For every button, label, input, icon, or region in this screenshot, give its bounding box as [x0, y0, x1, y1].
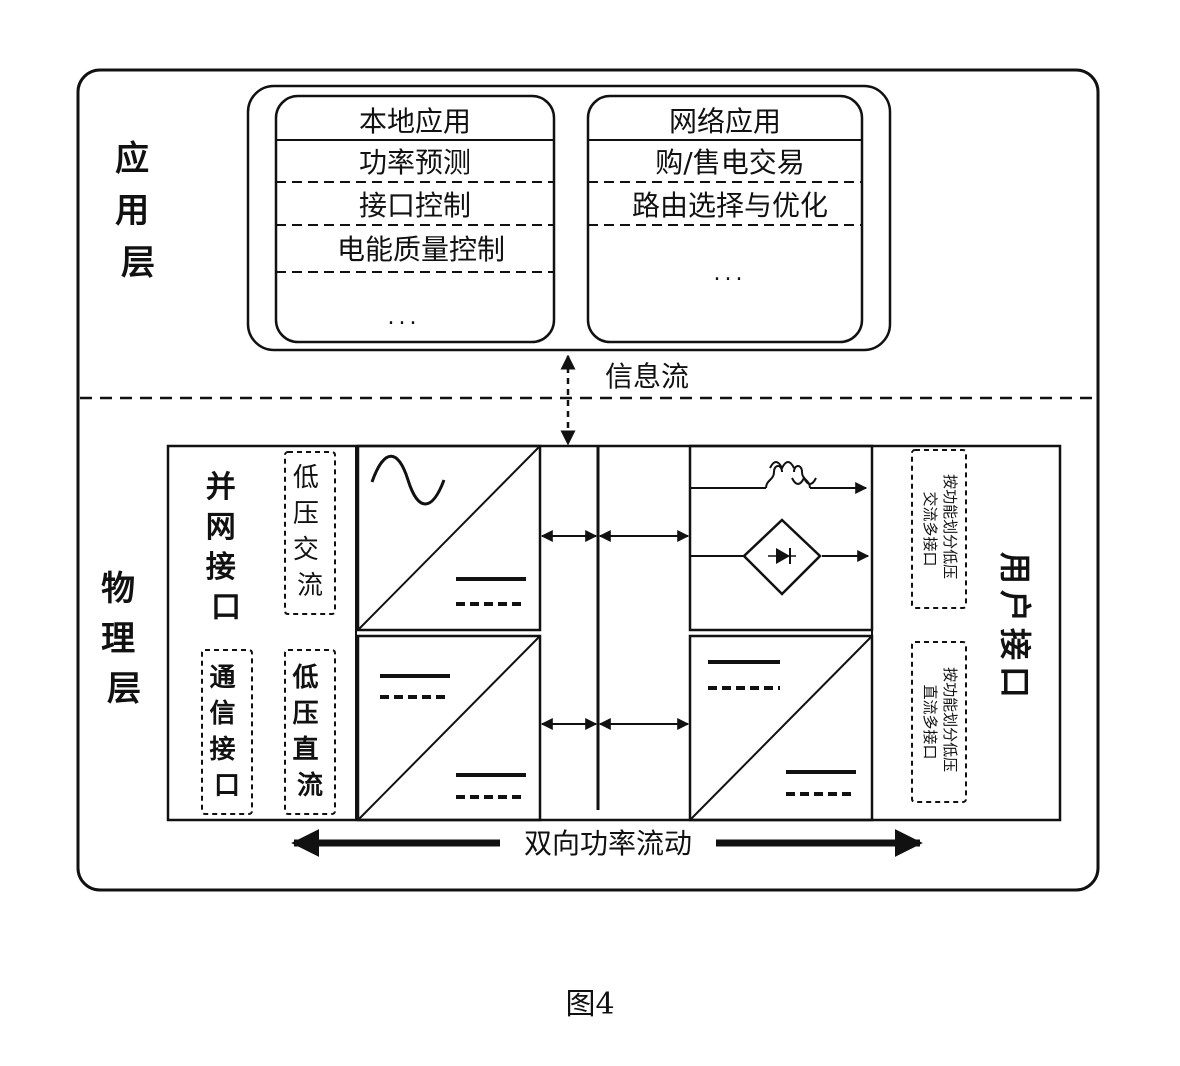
application-layer-char: 应	[115, 139, 149, 179]
low-ac-label: 低 压 交 流	[293, 463, 327, 601]
physical-layer-char: 层	[107, 669, 141, 709]
transformer-icon	[765, 465, 811, 489]
figure-caption: 图4	[565, 987, 614, 1022]
dc-dc-converter-left	[356, 634, 542, 822]
outer-frame	[76, 68, 1100, 892]
local-app-item: ...	[388, 305, 421, 330]
physical-layer-label: 物 理 层	[101, 569, 147, 709]
network-app-item: ...	[714, 261, 747, 286]
network-app-item: 购/售电交易	[655, 146, 804, 179]
comm-interface-label: 通 信 接 口	[209, 663, 244, 801]
low-dc-label: 低 压 直 流	[291, 663, 327, 801]
local-apps-panel: 本地应用 功率预测 接口控制 电能质量控制 ...	[274, 94, 556, 344]
ac-multi-interface-box	[911, 449, 967, 609]
info-flow-label: 信息流	[605, 360, 689, 393]
local-app-item: 电能质量控制	[337, 233, 505, 266]
local-app-item: 功率预测	[359, 146, 471, 179]
local-app-item: 接口控制	[359, 189, 471, 222]
physical-layer-char: 物	[101, 569, 135, 609]
power-flow-label: 双向功率流动	[524, 827, 692, 860]
application-container	[246, 84, 892, 352]
physical-block	[166, 444, 1062, 822]
ac-multi-interface-label: 按功能划分低压 交流多接口	[921, 474, 959, 584]
sine-wave-icon	[370, 454, 446, 506]
comm-interface-box	[201, 649, 253, 815]
dc-multi-interface-label: 按功能划分低压 直流多接口	[921, 667, 959, 777]
local-apps-title: 本地应用	[359, 105, 471, 138]
transformer-rectifier-block	[688, 444, 874, 632]
dc-multi-interface-box	[911, 641, 967, 803]
low-dc-box	[284, 649, 336, 815]
user-interface-title: 用户接口	[996, 552, 1034, 704]
application-layer-char: 用	[115, 191, 149, 231]
physical-layer-char: 理	[101, 619, 135, 659]
application-layer-char: 层	[121, 243, 155, 283]
network-apps-panel: 网络应用 购/售电交易 路由选择与优化 ...	[586, 94, 864, 344]
dc-dc-converter-right	[688, 634, 874, 822]
ac-dc-converter	[356, 444, 542, 632]
application-layer-label: 应 用 层	[115, 139, 161, 283]
low-ac-box	[284, 451, 336, 615]
rectifier-bridge-icon	[742, 518, 822, 596]
grid-interface-title: 并 网 接 口	[206, 470, 246, 625]
network-apps-title: 网络应用	[669, 105, 781, 138]
network-app-item: 路由选择与优化	[632, 189, 828, 222]
